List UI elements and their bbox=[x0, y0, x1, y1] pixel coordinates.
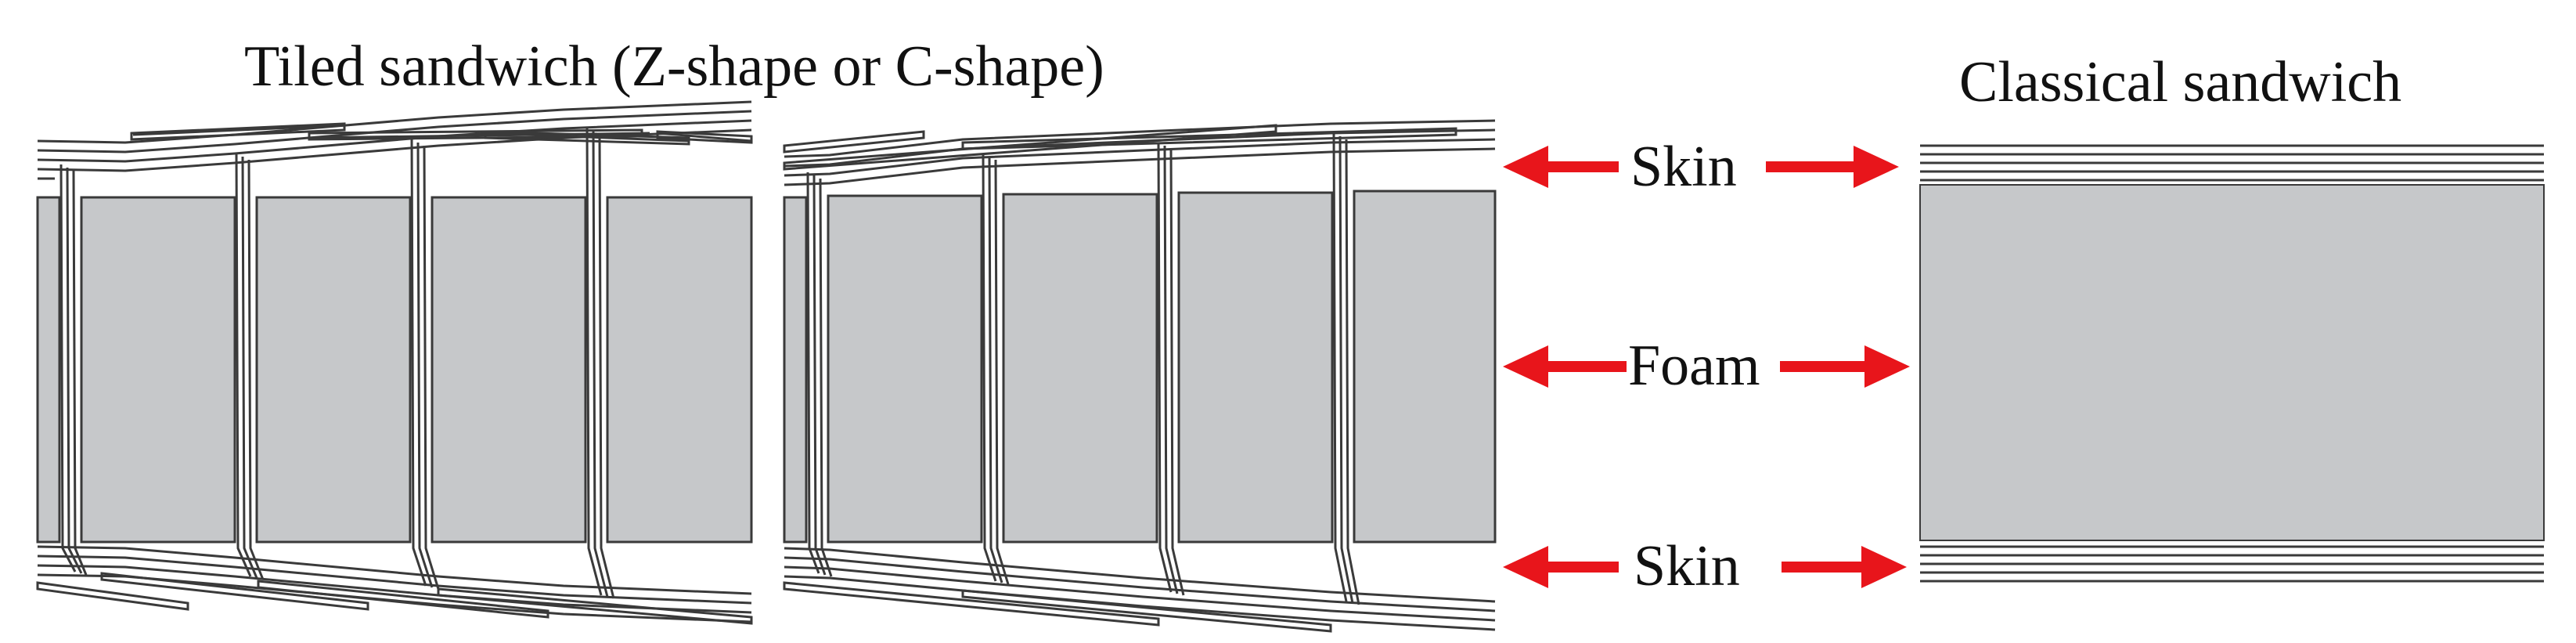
tiled-foam-blocks-left bbox=[36, 196, 753, 544]
tiled-top-skin-left bbox=[37, 100, 753, 180]
classical-sandwich bbox=[1919, 144, 2545, 583]
classical-top-skin bbox=[1920, 144, 2544, 182]
classical-foam-core bbox=[1919, 184, 2545, 541]
tiled-bottom-skin-right bbox=[783, 547, 1496, 633]
tiled-bottom-skin-left bbox=[36, 545, 753, 625]
tiled-wrap-lines-left bbox=[59, 126, 615, 599]
arrow-foam-right bbox=[1780, 345, 1910, 388]
label-skin-top: Skin bbox=[1630, 135, 1737, 199]
arrow-foam-left bbox=[1503, 345, 1627, 388]
classical-sandwich-title: Classical sandwich bbox=[1959, 50, 2402, 114]
tiled-sandwich-title: Tiled sandwich (Z-shape or C-shape) bbox=[244, 34, 1104, 99]
arrow-skin-top-right bbox=[1766, 146, 1899, 188]
label-skin-bottom: Skin bbox=[1634, 534, 1740, 598]
classical-bottom-skin bbox=[1920, 545, 2544, 583]
tiled-sandwich-panel-right bbox=[783, 119, 1497, 633]
tiled-wrap-lines-right bbox=[806, 132, 1360, 605]
arrow-skin-bottom-left bbox=[1503, 546, 1619, 588]
arrows bbox=[1503, 146, 1910, 588]
label-foam: Foam bbox=[1628, 334, 1760, 398]
arrow-skin-bottom-right bbox=[1782, 546, 1907, 588]
arrow-skin-top-left bbox=[1503, 146, 1619, 188]
tiled-sandwich-panel-left bbox=[36, 100, 753, 625]
tiled-foam-blocks-right bbox=[783, 190, 1497, 544]
tiled-top-skin-right bbox=[783, 119, 1496, 186]
